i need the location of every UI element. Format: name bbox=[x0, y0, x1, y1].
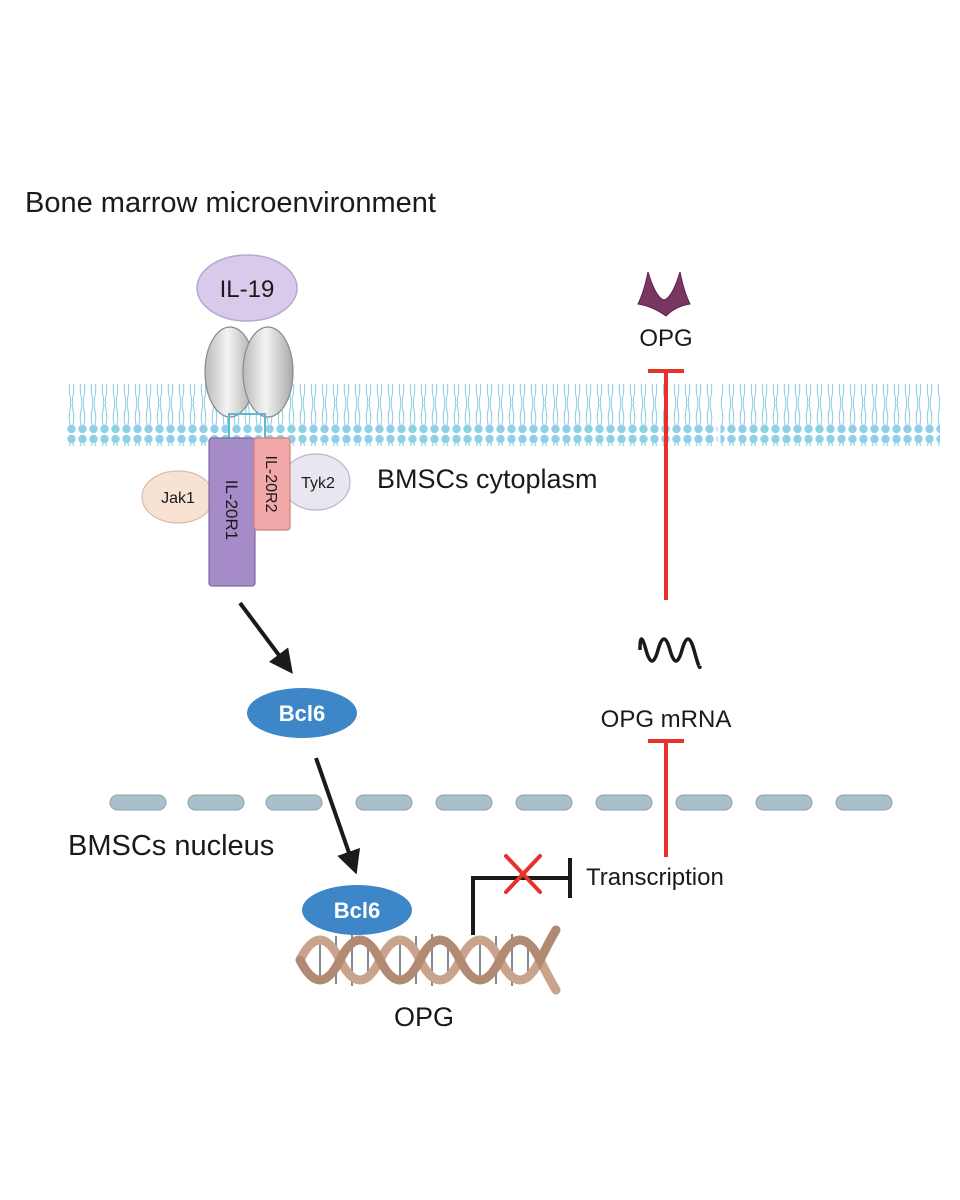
cytoplasm-label: BMSCs cytoplasm bbox=[377, 464, 598, 494]
nuclear-envelope bbox=[109, 794, 893, 811]
opg-dna-helix bbox=[295, 925, 561, 995]
bcl6-nucleus-label: Bcl6 bbox=[334, 898, 380, 923]
receptor-complex: IL-19 Jak1 Tyk2 IL-20R1 IL-20R2 bbox=[141, 254, 351, 587]
activation-arrow-bcl6-to-nucleus bbox=[314, 757, 361, 875]
il20r2-extracellular-domain bbox=[242, 326, 294, 418]
jak1-label: Jak1 bbox=[161, 490, 195, 507]
blocked-x-icon bbox=[504, 854, 542, 894]
bcl6-cytoplasm bbox=[247, 688, 357, 738]
il20r2-label: IL-20R2 bbox=[262, 456, 279, 513]
opg-protein-label: OPG bbox=[639, 325, 692, 352]
il19-label: IL-19 bbox=[220, 276, 275, 303]
bcl6-cytoplasm-label: Bcl6 bbox=[279, 701, 325, 726]
il20r1-label: IL-20R1 bbox=[222, 480, 241, 540]
microenvironment-label: Bone marrow microenvironment bbox=[25, 187, 436, 219]
il19-ligand bbox=[196, 254, 298, 322]
bcl6-nucleus bbox=[302, 885, 412, 935]
opg-gene-label: OPG bbox=[394, 1002, 454, 1032]
opg-mrna-label: OPG mRNA bbox=[601, 706, 732, 733]
opg-protein-icon bbox=[637, 271, 691, 317]
opg-mrna-icon bbox=[638, 637, 702, 669]
il20r2-receptor bbox=[253, 437, 291, 531]
tyk2-label: Tyk2 bbox=[301, 475, 335, 492]
cell-membrane bbox=[65, 384, 940, 446]
transcription-label: Transcription bbox=[586, 864, 724, 891]
transcription-start-site bbox=[471, 876, 568, 935]
nucleus-label: BMSCs nucleus bbox=[68, 830, 274, 862]
activation-arrow-receptor-to-bcl6 bbox=[238, 601, 293, 674]
